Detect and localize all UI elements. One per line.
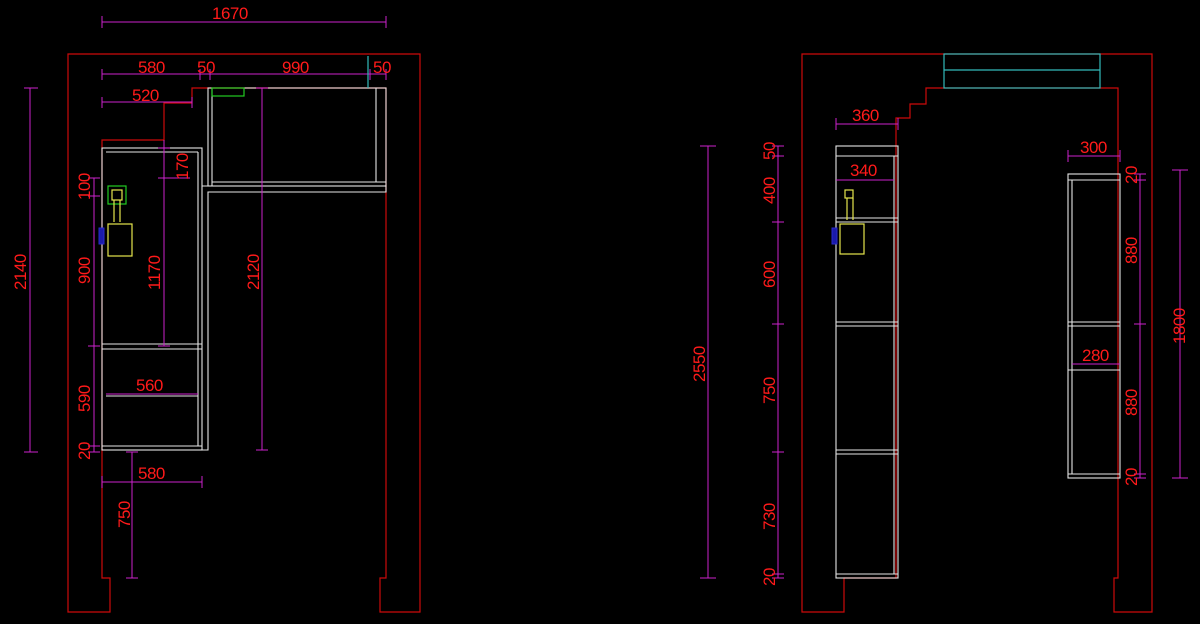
dim-280: 280 xyxy=(1082,346,1109,365)
dim-100: 100 xyxy=(75,173,94,200)
dim-590: 590 xyxy=(75,385,94,412)
dim-1670: 1670 xyxy=(212,4,248,23)
left-fixture-tap xyxy=(98,227,105,245)
dim-2120: 2120 xyxy=(244,254,263,290)
dim-20-shelf-bottom: 20 xyxy=(1122,468,1141,486)
right-tall-cabinet xyxy=(835,145,899,579)
dim-2140: 2140 xyxy=(11,254,30,290)
right-fixture-body xyxy=(839,223,865,255)
dim-2550: 2550 xyxy=(690,346,709,382)
dim-20-left: 20 xyxy=(75,442,94,460)
left-fixture-outer xyxy=(107,185,127,205)
dim-400: 400 xyxy=(760,177,779,204)
right-fixture-tap xyxy=(831,227,838,245)
dim-50-right: 50 xyxy=(373,58,391,77)
dim-580-top: 580 xyxy=(138,58,165,77)
dim-900: 900 xyxy=(75,257,94,284)
dim-20-right-view: 20 xyxy=(760,568,779,586)
dim-1170: 1170 xyxy=(145,255,164,290)
dim-520: 520 xyxy=(132,86,159,105)
left-fixture-body xyxy=(107,223,133,257)
dim-730: 730 xyxy=(760,503,779,530)
dim-600: 600 xyxy=(760,261,779,288)
dim-20-shelf-top: 20 xyxy=(1122,166,1141,184)
right-fixture-head xyxy=(844,189,854,199)
left-connector xyxy=(202,185,387,451)
right-ceiling-panel xyxy=(943,53,1101,89)
dim-1800: 1800 xyxy=(1170,308,1189,344)
left-vent-mark xyxy=(211,87,245,97)
dim-560: 560 xyxy=(136,376,163,395)
dim-750-right: 750 xyxy=(760,377,779,404)
dim-360: 360 xyxy=(852,106,879,125)
dim-580-bottom: 580 xyxy=(138,464,165,483)
left-tall-cabinet xyxy=(101,147,203,451)
right-elevation: 360 340 2550 50 400 600 750 730 20 300 2… xyxy=(690,53,1189,613)
dim-750-left: 750 xyxy=(115,501,134,528)
dim-340: 340 xyxy=(850,161,877,180)
dim-990: 990 xyxy=(282,58,309,77)
dim-880-top: 880 xyxy=(1122,237,1141,264)
right-wall-outline xyxy=(801,53,1153,613)
dim-880-bottom: 880 xyxy=(1122,389,1141,416)
dim-170: 170 xyxy=(173,153,192,180)
left-fixture-head xyxy=(111,189,123,201)
dim-50-left: 50 xyxy=(197,58,215,77)
left-upper-cabinet xyxy=(207,87,387,187)
dim-300: 300 xyxy=(1080,138,1107,157)
left-elevation: 1670 580 50 990 50 520 2140 100 900 590 … xyxy=(11,4,421,613)
dim-50-right-view: 50 xyxy=(760,142,779,160)
